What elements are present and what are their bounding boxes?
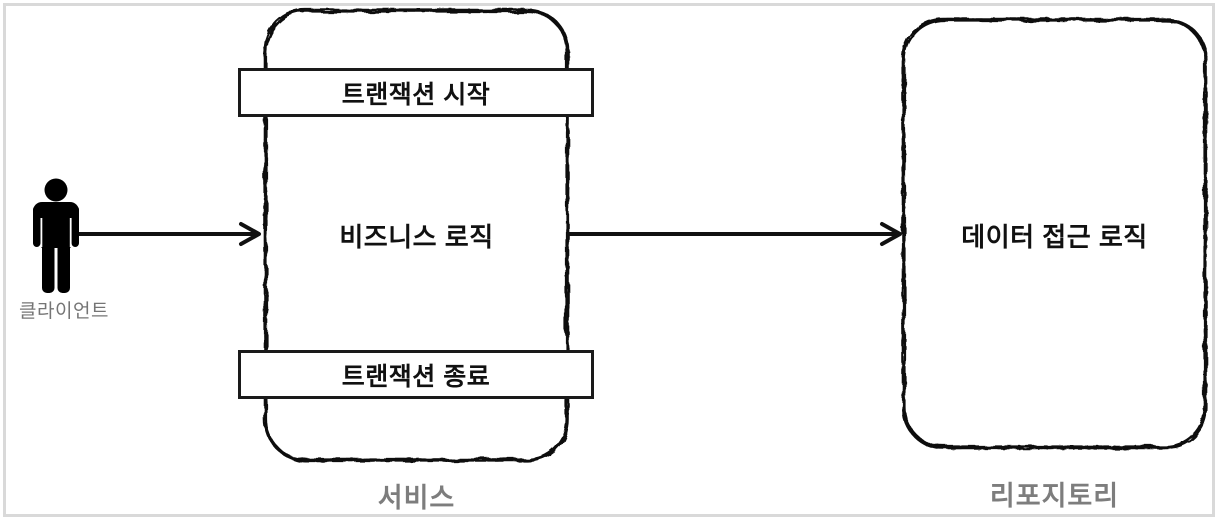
service-to-repository-arrow: [567, 222, 902, 246]
transaction-end-label: 트랜잭션 종료: [341, 362, 491, 391]
repository-box-outline: [901, 17, 1208, 450]
client-to-service-arrow: [73, 222, 261, 246]
transaction-start-label: 트랜잭션 시작: [341, 80, 491, 109]
data-access-logic-label: 데이터 접근 로직: [961, 221, 1148, 252]
business-logic-label: 비즈니스 로직: [339, 221, 494, 252]
transaction-start-box: 트랜잭션 시작: [238, 68, 594, 117]
client-caption: 클라이언트: [19, 301, 109, 322]
service-caption: 서비스: [377, 483, 456, 513]
transaction-end-box: 트랜잭션 종료: [238, 350, 594, 399]
person-icon: [33, 178, 79, 293]
repository-caption: 리포지토리: [989, 481, 1120, 511]
